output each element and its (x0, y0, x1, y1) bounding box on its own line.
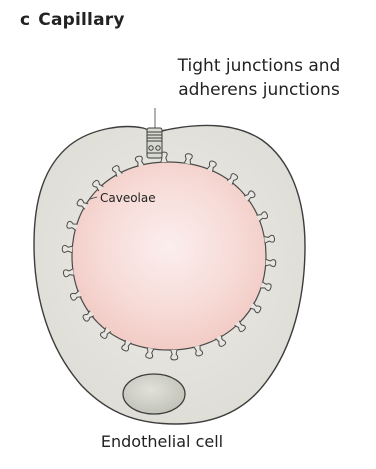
caveola (266, 259, 276, 266)
junction-complex-icon (147, 128, 162, 158)
nucleus (123, 374, 185, 414)
caveolae-label: Caveolae (100, 191, 156, 205)
caveola (171, 350, 178, 360)
endothelial-cell-label: Endothelial cell (62, 432, 262, 451)
caveola (62, 245, 72, 252)
